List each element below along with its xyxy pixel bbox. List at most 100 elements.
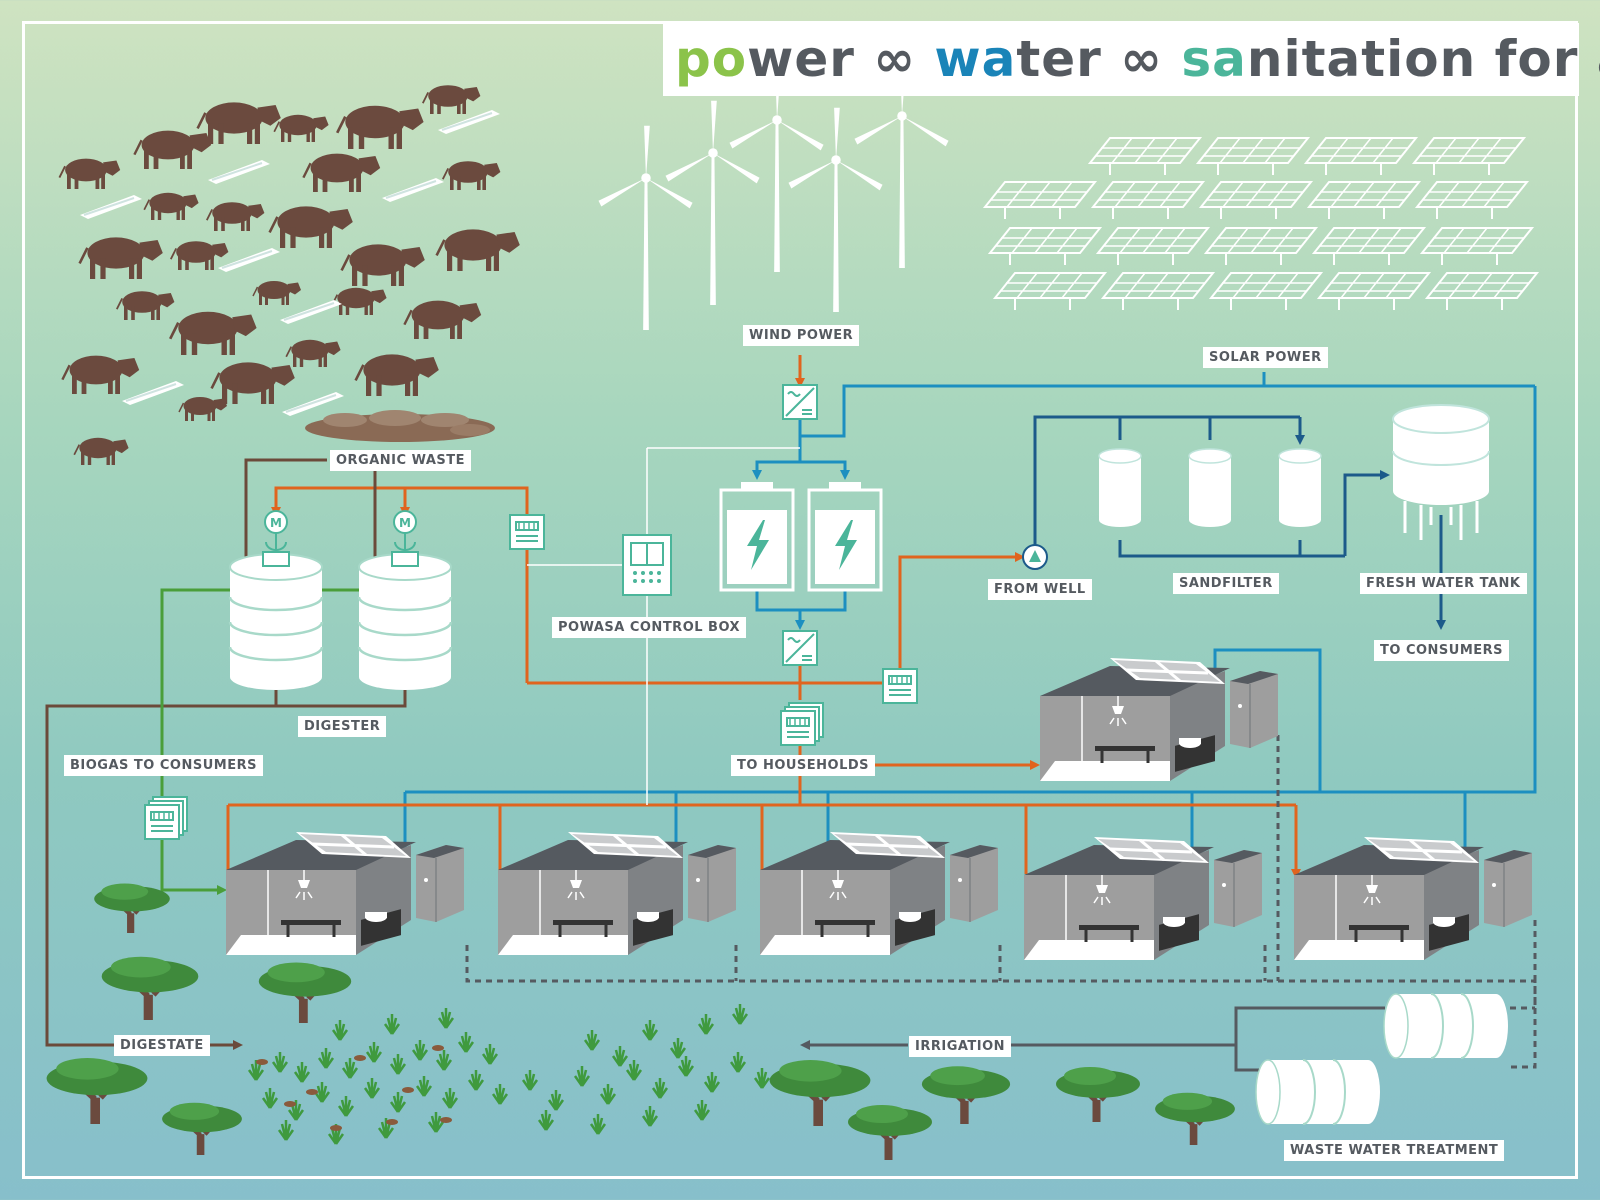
cow-icon [73, 436, 130, 466]
label-digester: DIGESTER [298, 716, 387, 737]
cow-icon [403, 299, 483, 341]
solar-panel-icon [1102, 272, 1214, 311]
acacia-tree-icon [922, 1066, 1010, 1124]
trough [79, 194, 143, 220]
pump-icon [1022, 544, 1048, 570]
solar-panel-icon [1305, 137, 1417, 176]
solar-panel-icon [994, 272, 1106, 311]
solar-panel-icon [1210, 272, 1322, 311]
cow-icon [273, 113, 330, 143]
label-sandfilter: SANDFILTER [1173, 573, 1279, 594]
inverter-icon [782, 630, 818, 666]
cow-icon [335, 104, 425, 151]
solar-panel-icon [1200, 181, 1312, 220]
title-water-highlight: wa [934, 30, 1017, 88]
cow-icon [61, 354, 141, 396]
solar-panel-icon [1089, 137, 1201, 176]
solar-panel-icon [1097, 227, 1209, 266]
battery-icon [807, 480, 883, 592]
acacia-tree-icon [259, 963, 351, 1024]
title-sanitation-rest: nitation for all [1246, 30, 1600, 88]
household-building [1038, 656, 1280, 783]
solar-panel-icon [1318, 272, 1430, 311]
household-building [224, 830, 466, 957]
solar-panel-icon [1413, 137, 1525, 176]
acacia-tree-icon [1155, 1093, 1235, 1145]
cow-icon [421, 84, 482, 115]
label-wind-power: WIND POWER [743, 325, 860, 346]
solar-panel-icon [1092, 181, 1204, 220]
trough [381, 177, 445, 203]
flow-lines [45, 355, 1537, 1072]
label-from-well: FROM WELL [988, 579, 1092, 600]
organic-waste-pile [305, 410, 495, 442]
solar-panel-icon [1416, 181, 1528, 220]
title-water-rest: ter [1016, 30, 1102, 88]
cow-icon [196, 101, 283, 146]
label-powasa-control-box: POWASA CONTROL BOX [552, 617, 747, 638]
solar-panel-icon [1421, 227, 1533, 266]
cow-icon [169, 240, 230, 271]
solar-panel-icon [1426, 272, 1538, 311]
meter-icon [509, 514, 545, 550]
trough [437, 109, 501, 135]
label-to-households: TO HOUSEHOLDS [731, 755, 876, 776]
sandfilter-tank [1188, 448, 1232, 528]
cow-icon [435, 228, 522, 273]
cow-icon [331, 286, 388, 316]
title-separator-2: ∞ [1120, 30, 1163, 88]
label-irrigation: IRRIGATION [909, 1036, 1012, 1057]
acacia-tree-icon [848, 1105, 932, 1160]
solar-panel-icon [1205, 227, 1317, 266]
title-power-rest: wer [747, 30, 855, 88]
battery-icon [719, 480, 795, 592]
title-sanitation-highlight: sa [1181, 30, 1247, 88]
cow-icon [340, 243, 427, 288]
household-building [758, 830, 1000, 957]
fresh-water-tank [1392, 404, 1490, 540]
label-organic-waste: ORGANIC WASTE [330, 450, 472, 471]
sandfilter-tank [1098, 448, 1142, 528]
meter-icon [145, 797, 187, 839]
cow-icon [58, 157, 122, 190]
label-waste-water-treatment: WASTE WATER TREATMENT [1284, 1140, 1505, 1161]
cow-icon [143, 191, 200, 221]
cow-icon [168, 310, 258, 357]
wind-turbine-icon [665, 100, 760, 305]
cow-icon [354, 353, 441, 398]
trough [207, 159, 271, 185]
cow-icon [115, 290, 176, 321]
acacia-tree-icon [102, 957, 199, 1020]
household-building [1022, 835, 1264, 962]
waste-water-tank [1383, 993, 1509, 1059]
solar-panel-icon [1308, 181, 1420, 220]
household-building [496, 830, 738, 957]
cow-icon [210, 361, 297, 406]
meter-icon [882, 668, 918, 704]
title-separator-1: ∞ [873, 30, 916, 88]
digester-tank [228, 509, 324, 692]
acacia-tree-icon [1056, 1067, 1140, 1122]
meter-icon [781, 703, 823, 745]
trough [121, 380, 185, 406]
cow-icon [302, 152, 382, 194]
cow-icon [133, 129, 213, 171]
trough [281, 391, 345, 417]
label-biogas-to-consumers: BIOGAS TO CONSUMERS [64, 755, 263, 776]
acacia-tree-icon [162, 1103, 242, 1155]
title-power-highlight: po [675, 30, 748, 88]
cow-icon [178, 396, 228, 422]
solar-panel-icon [1197, 137, 1309, 176]
cow-icon [252, 280, 302, 306]
trough [279, 299, 343, 325]
wind-turbine-icon [788, 107, 883, 312]
crop-field [247, 1002, 771, 1146]
cattle-herd [58, 84, 522, 466]
cow-icon [78, 236, 165, 281]
label-solar-power: SOLAR POWER [1203, 347, 1328, 368]
wind-turbines [598, 63, 949, 330]
digester-tank [357, 509, 453, 692]
cow-icon [205, 201, 266, 232]
waste-water-tank [1255, 1059, 1381, 1125]
